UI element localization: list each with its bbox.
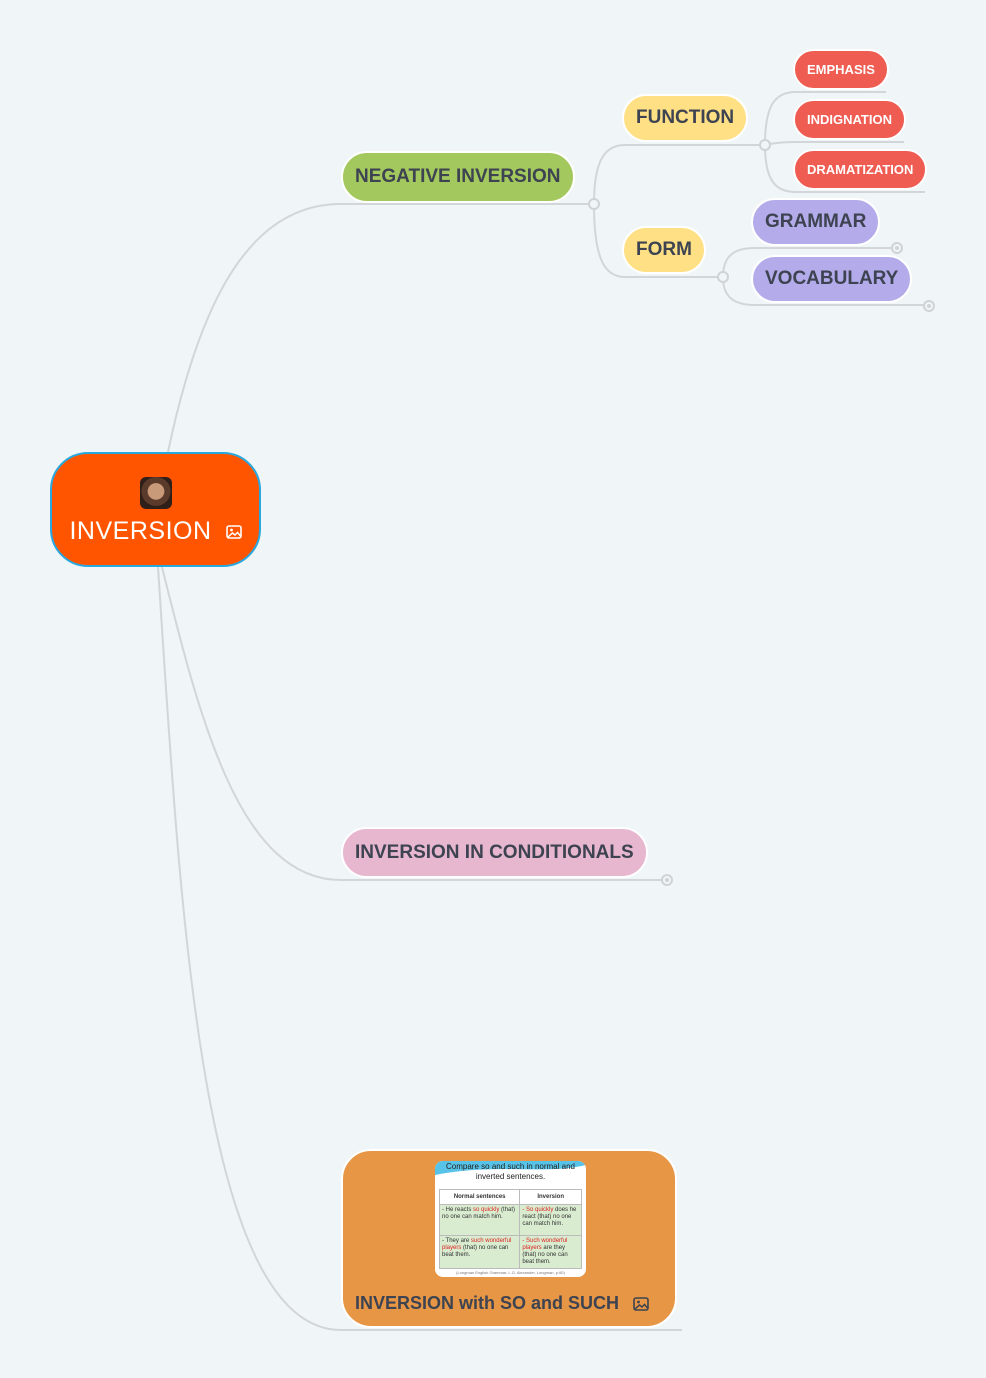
thumbnail-title: Compare so and such in normal and invert… [446, 1162, 575, 1181]
root-node-inversion[interactable]: INVERSION [50, 452, 261, 567]
link-neg-form [593, 203, 723, 278]
thumbnail-col-inversion: Inversion [519, 1189, 582, 1205]
thumbnail-cell: - He reacts so quickly (that) no one can… [438, 1204, 521, 1236]
node-label: INVERSION IN CONDITIONALS [355, 841, 634, 863]
thumbnail-footer: (Longman English Grammar, L.G. Alexander… [456, 1270, 565, 1275]
node-vocabulary[interactable]: VOCABULARY [751, 255, 913, 303]
node-label: DRAMATIZATION [807, 162, 914, 177]
node-label: VOCABULARY [765, 268, 899, 289]
collapse-handle-function [759, 139, 771, 151]
thumbnail-cell: - Such wonderful players are they (that)… [519, 1235, 582, 1269]
collapse-handle-form [717, 271, 729, 283]
node-form[interactable]: FORM [622, 226, 706, 274]
image-icon[interactable] [225, 524, 242, 539]
person-photo-icon [139, 477, 172, 509]
link-root-sosuch [157, 566, 682, 1331]
node-indignation[interactable]: INDIGNATION [793, 99, 906, 140]
thumbnail-cell: - So quickly does he react (that) no one… [519, 1204, 582, 1236]
thumbnail-col-normal: Normal sentences [438, 1189, 521, 1205]
node-label: INVERSION with SO and SUCH [355, 1293, 620, 1313]
root-label: INVERSION [69, 517, 212, 545]
collapse-handle-negative [588, 198, 600, 210]
node-label: EMPHASIS [807, 62, 875, 77]
node-label: GRAMMAR [765, 211, 867, 232]
node-dramatization[interactable]: DRAMATIZATION [793, 149, 928, 190]
node-emphasis[interactable]: EMPHASIS [793, 49, 889, 90]
attached-image-thumbnail[interactable]: Compare so and such in normal and invert… [435, 1161, 586, 1277]
node-negative-inversion[interactable]: NEGATIVE INVERSION [341, 151, 575, 203]
link-form-vocabulary [722, 276, 926, 306]
node-function[interactable]: FUNCTION [622, 94, 749, 142]
image-icon[interactable] [633, 1296, 649, 1311]
link-form-grammar [722, 247, 894, 278]
link-function-dramatization [764, 144, 925, 193]
link-root-conditionals [161, 566, 664, 881]
node-inversion-so-such[interactable]: Compare so and such in normal and invert… [341, 1149, 677, 1328]
link-function-indignation [764, 141, 904, 146]
node-label: NEGATIVE INVERSION [355, 166, 561, 187]
link-root-negative [167, 203, 594, 453]
link-neg-function [593, 144, 765, 205]
node-inversion-in-conditionals[interactable]: INVERSION IN CONDITIONALS [341, 827, 648, 878]
thumbnail-table: Normal sentences Inversion - He reacts s… [438, 1189, 582, 1269]
node-label: INDIGNATION [807, 112, 892, 127]
link-function-emphasis [764, 91, 886, 146]
node-label: FUNCTION [636, 107, 735, 128]
node-grammar[interactable]: GRAMMAR [751, 198, 881, 246]
thumbnail-wave-decoration [435, 1161, 586, 1175]
node-label: FORM [636, 239, 692, 260]
thumbnail-cell: - They are such wonderful players (that)… [438, 1235, 521, 1269]
